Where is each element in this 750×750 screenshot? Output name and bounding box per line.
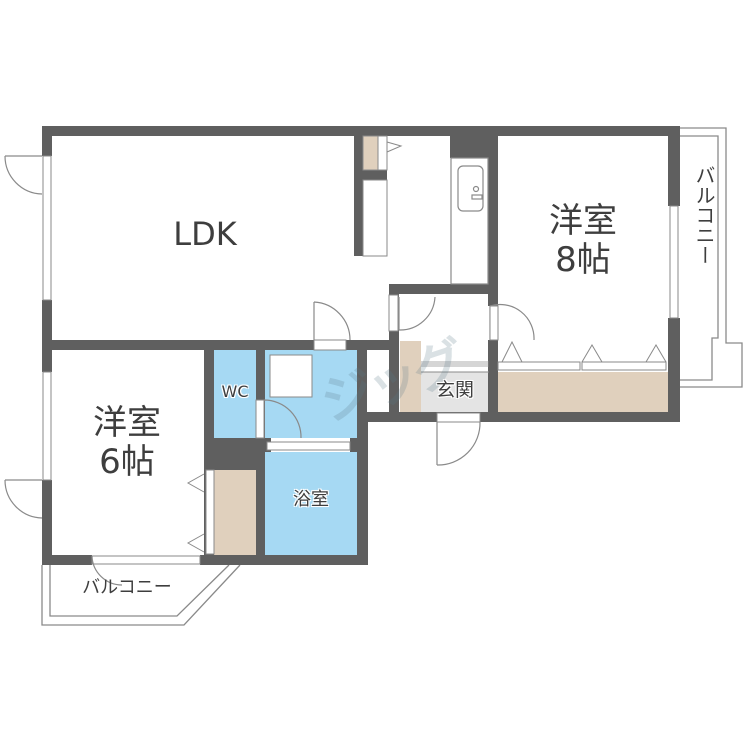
windows — [42, 155, 679, 565]
room-label-ldk: LDK — [173, 215, 237, 253]
closet-8-fill — [498, 372, 668, 412]
entrance-storage-fill — [400, 341, 421, 413]
room-label-western-8: 洋室 8帖 — [549, 201, 617, 281]
room-label-wc: WC — [221, 382, 249, 401]
closet-6-fill — [214, 470, 256, 556]
bath-fill — [265, 452, 357, 556]
room-label-balcony-right: バルコニー — [692, 165, 716, 265]
closet-doors — [186, 141, 667, 555]
wc-fill — [214, 350, 256, 438]
walls — [42, 126, 680, 565]
room-label-bath: 浴室 — [293, 489, 329, 510]
room-label-western-6: 洋室 6帖 — [93, 403, 161, 483]
balcony-right-outline — [680, 127, 743, 388]
balcony-bottom-outline — [41, 564, 241, 626]
entrance-fill — [421, 372, 489, 413]
room-label-entrance: 玄関 — [435, 379, 474, 401]
ldk-storage-fill — [363, 136, 378, 170]
kitchen-counter — [450, 157, 489, 285]
room-label-balcony-bottom: バルコニー — [82, 577, 172, 598]
door-leaves — [255, 135, 499, 451]
washbasin — [269, 354, 313, 398]
